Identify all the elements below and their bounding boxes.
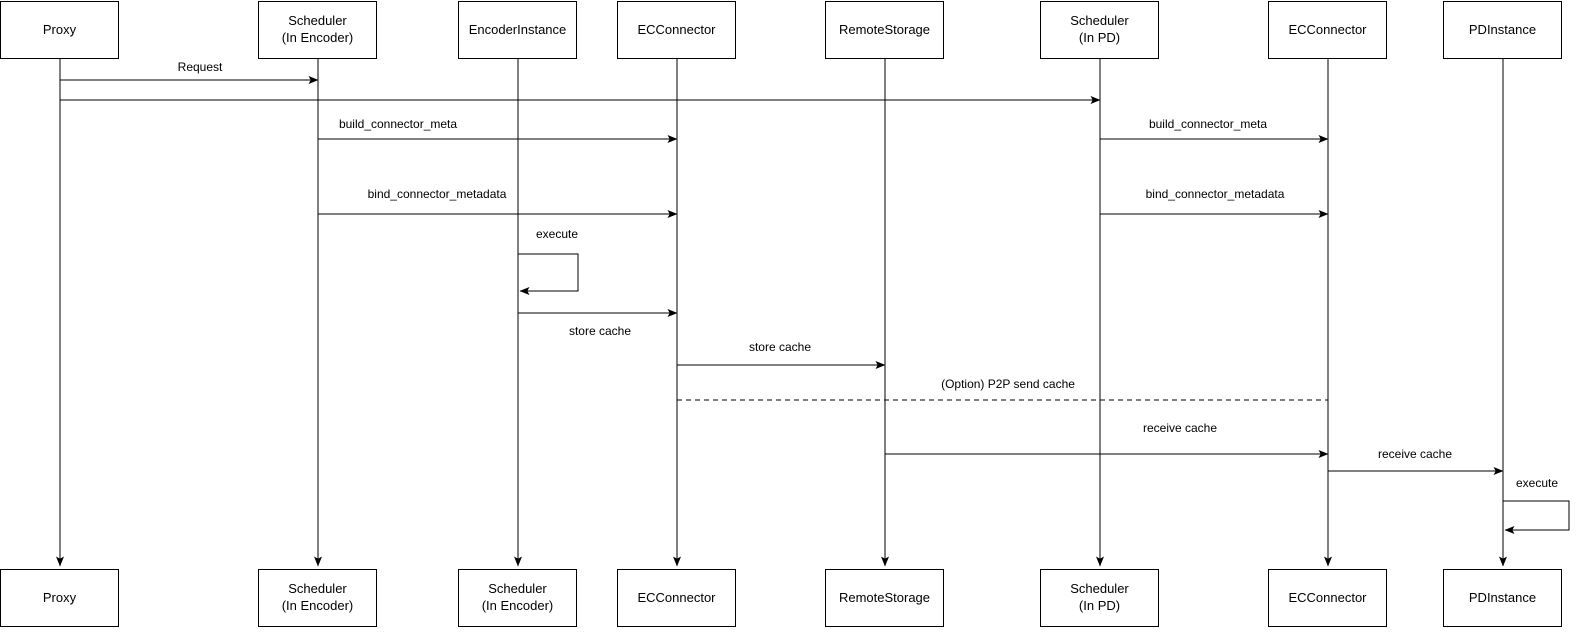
message-label-request: Request — [176, 60, 224, 75]
message-label-connector-store-cache: store cache — [747, 340, 813, 355]
actor-top-scheduler-in-encoder: Scheduler (In Encoder) — [258, 1, 377, 59]
actor-bottom-proxy: Proxy — [0, 569, 119, 627]
message-label-receive-cache-to-pdinstance: receive cache — [1376, 447, 1454, 462]
message-label-build-connector-meta-encoder: build_connector_meta — [337, 117, 459, 132]
message-label-build-connector-meta-pd: build_connector_meta — [1147, 117, 1269, 132]
message-label-bind-connector-metadata-pd: bind_connector_metadata — [1144, 187, 1286, 202]
actor-top-scheduler-in-pd: Scheduler (In PD) — [1040, 1, 1159, 59]
actor-top-proxy: Proxy — [0, 1, 119, 59]
actor-top-remote-storage: RemoteStorage — [825, 1, 944, 59]
actor-bottom-scheduler-in-encoder: Scheduler (In Encoder) — [258, 569, 377, 627]
actor-top-ec-connector-pd: ECConnector — [1268, 1, 1387, 59]
message-label-receive-cache-from-storage: receive cache — [1141, 421, 1219, 436]
actor-top-ec-connector-encoder: ECConnector — [617, 1, 736, 59]
actor-top-encoder-instance: EncoderInstance — [458, 1, 577, 59]
actor-top-pd-instance: PDInstance — [1443, 1, 1562, 59]
self-loop-label-execute-pd: execute — [1514, 476, 1560, 491]
self-loop-execute-encoder — [518, 253, 579, 295]
actor-bottom-ec-connector-pd: ECConnector — [1268, 569, 1387, 627]
actor-bottom-remote-storage: RemoteStorage — [825, 569, 944, 627]
message-label-encoder-store-cache: store cache — [567, 324, 633, 339]
message-label-p2p-send-cache: (Option) P2P send cache — [940, 377, 1076, 392]
self-loop-label-execute-encoder: execute — [534, 227, 580, 242]
message-label-bind-connector-metadata-encoder: bind_connector_metadata — [366, 187, 508, 202]
actor-bottom-encoder-instance: Scheduler (In Encoder) — [458, 569, 577, 627]
actor-bottom-scheduler-in-pd: Scheduler (In PD) — [1040, 569, 1159, 627]
self-loop-execute-pd — [1503, 500, 1570, 534]
actor-bottom-ec-connector-encoder: ECConnector — [617, 569, 736, 627]
actor-bottom-pd-instance: PDInstance — [1443, 569, 1562, 627]
